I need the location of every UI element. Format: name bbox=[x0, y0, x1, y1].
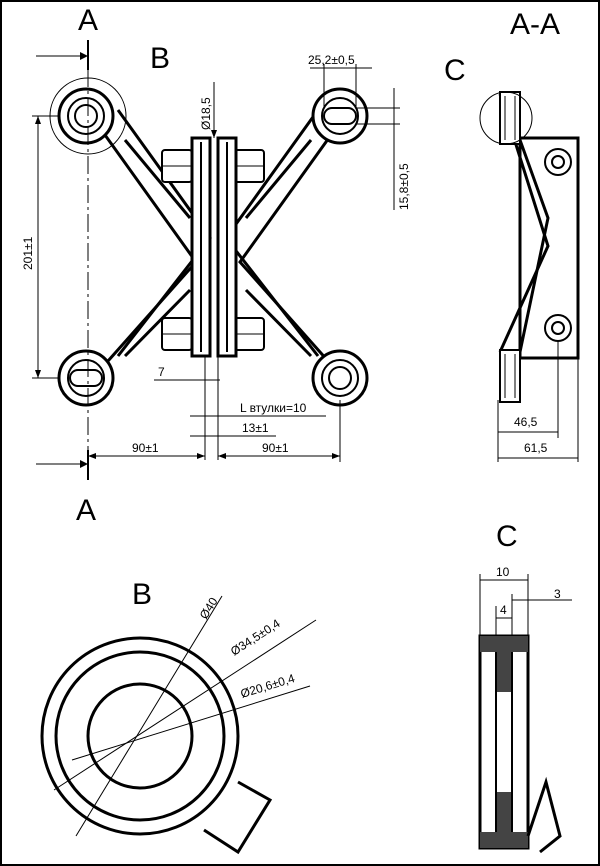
dim-gap-7: 7 bbox=[158, 365, 165, 379]
central-plates bbox=[190, 136, 238, 358]
dim-dia-20: Ø20,6±0,4 bbox=[239, 671, 297, 701]
fixing-head-bottom-left bbox=[57, 349, 115, 407]
section-a-top-label: A bbox=[78, 4, 98, 37]
dim-depth-46: 46,5 bbox=[514, 415, 538, 429]
section-a-bottom-label: A bbox=[76, 494, 96, 527]
detail-b-title: B bbox=[132, 578, 152, 611]
dim-half-span-right: 90±1 bbox=[262, 441, 289, 455]
detail-b-callout-label: B bbox=[150, 42, 170, 75]
section-aa-title: A-A bbox=[510, 8, 560, 41]
detail-c-callout-label: C bbox=[444, 54, 466, 87]
dim-c-width-10: 10 bbox=[496, 565, 510, 579]
fixing-head-bottom-right bbox=[311, 349, 369, 407]
detail-b-view bbox=[40, 595, 317, 855]
dim-sleeve-length: L втулки=10 bbox=[240, 401, 307, 415]
dim-vertical-spacing: 201±1 bbox=[21, 236, 35, 270]
detail-c-title: C bbox=[496, 520, 518, 553]
dim-dia-40: Ø40 bbox=[197, 595, 221, 622]
detail-c-view bbox=[478, 574, 572, 854]
fixing-head-top-right bbox=[311, 87, 369, 145]
dim-slot-height: 15,8±0,5 bbox=[397, 163, 411, 210]
dim-half-span-left: 90±1 bbox=[132, 441, 159, 455]
section-aa-view bbox=[479, 91, 580, 462]
spider-main-view bbox=[49, 77, 369, 407]
clamp-blocks bbox=[161, 149, 265, 351]
dim-offset-13: 13±1 bbox=[242, 421, 269, 435]
section-cut-line bbox=[36, 40, 89, 480]
fixing-head-top-left bbox=[57, 87, 115, 145]
dim-slot-width: 25,2±0,5 bbox=[308, 53, 355, 67]
dim-c-width-3: 3 bbox=[554, 587, 561, 601]
dim-dia-34: Ø34,5±0,4 bbox=[228, 616, 283, 658]
dim-c-width-4: 4 bbox=[500, 603, 507, 617]
detail-c-callout-circle bbox=[479, 91, 533, 145]
dim-depth-61: 61,5 bbox=[524, 441, 548, 455]
main-dimension-lines bbox=[32, 64, 400, 462]
dim-hole-dia: Ø18,5 bbox=[199, 97, 213, 130]
